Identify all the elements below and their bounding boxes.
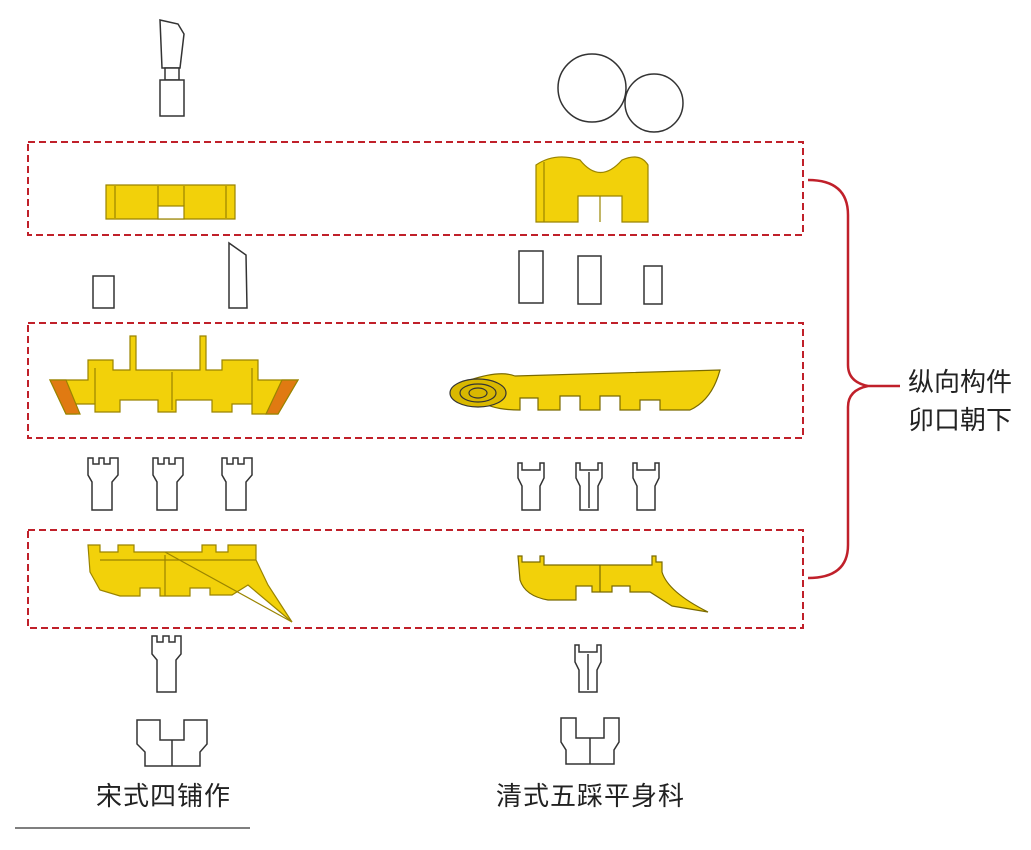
song-base-block-icon — [136, 719, 208, 767]
qing-top-block-icon — [535, 156, 649, 223]
song-bottom-arm-icon — [87, 544, 293, 623]
annotation-label: 纵向构件 卯口朝下 — [908, 364, 1012, 440]
song-middle-arm-icon — [49, 335, 300, 415]
qing-round-pieces-icon — [557, 53, 684, 133]
qing-bottom-arm-icon — [517, 555, 709, 613]
song-top-beam-icon — [105, 184, 236, 220]
qing-middle-arm-icon — [449, 369, 721, 411]
song-top-pin-icon — [159, 19, 185, 117]
dashed-box-top — [27, 141, 804, 236]
annotation-line-1: 纵向构件 — [908, 368, 1013, 398]
qing-cap-blocks-icon — [517, 462, 660, 511]
caption-qing: 清式五踩平身科 — [496, 782, 686, 812]
qing-scroll-end-icon — [449, 378, 507, 408]
qing-bottom-cap-icon — [574, 644, 602, 693]
dashed-box-bottom — [27, 529, 804, 629]
caption-song: 宋式四铺作 — [96, 782, 232, 812]
qing-base-block-icon — [560, 717, 620, 765]
annotation-line-2: 卯口朝下 — [908, 406, 1013, 436]
dashed-box-middle — [27, 322, 804, 439]
song-slanted-pin-icon — [228, 241, 248, 309]
song-bottom-cap-icon — [151, 635, 182, 693]
song-small-block-icon — [92, 275, 115, 309]
song-cap-blocks-icon — [87, 457, 253, 511]
right-brace-icon — [807, 178, 900, 580]
dashed-boxes — [27, 141, 804, 629]
qing-tall-blocks-icon — [518, 250, 663, 305]
